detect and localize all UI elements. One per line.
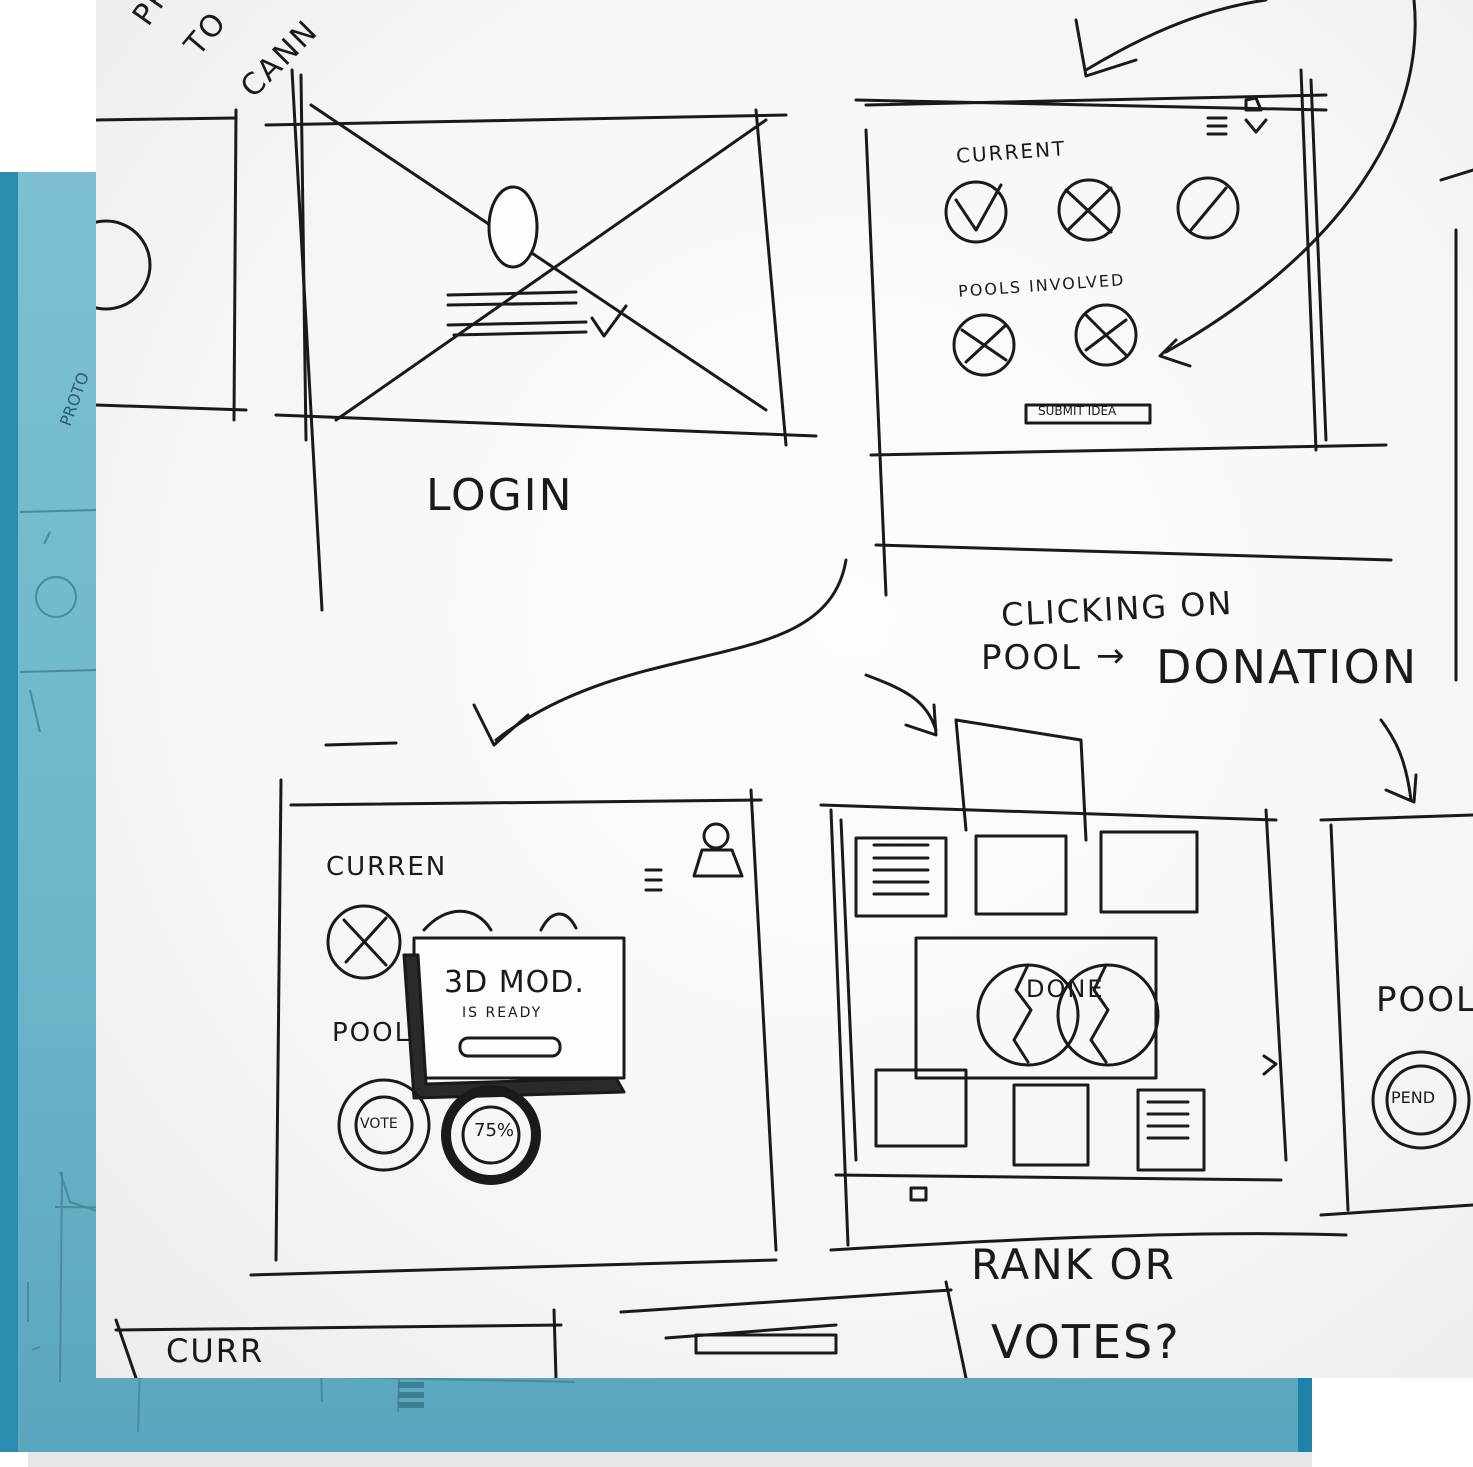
whiteboard-sketch <box>96 0 1473 1378</box>
login-frame <box>264 68 818 612</box>
pending-badge-label: PEND <box>1391 1088 1436 1107</box>
home-frame <box>854 68 1393 597</box>
whiteboard-photo: PROO TO CANN LOGIN CURRENT POOLS INVOLVE… <box>96 0 1473 1378</box>
pending-pool-label: POOL <box>1376 980 1473 1020</box>
bottom-frames <box>114 1280 968 1378</box>
login-label: LOGIN <box>426 470 574 521</box>
arrows-top <box>1074 0 1473 682</box>
photo-bottom-strip <box>28 1452 1312 1467</box>
clicking-note-pool: POOL <box>981 638 1082 678</box>
arrows-middle <box>864 673 1418 804</box>
arrow-login-modal <box>324 558 848 747</box>
percent-label: 75% <box>474 1120 515 1141</box>
rank-note-line2: VOTES? <box>991 1315 1181 1369</box>
clicking-note-arrow: → <box>1096 636 1127 676</box>
pending-frame <box>1319 813 1473 1217</box>
modal-frame <box>249 778 778 1277</box>
photo-edge-left <box>0 172 18 1452</box>
modal-current-label: CURREN <box>326 852 448 882</box>
modal-pool-label: POOL <box>332 1018 412 1048</box>
rank-note-line1: RANK OR <box>971 1240 1176 1289</box>
bottom-current-label: CURR <box>166 1332 265 1370</box>
home-submit-button: SUBMIT IDEA <box>1038 404 1117 418</box>
partial-frame-left <box>96 108 248 422</box>
modal-title: 3D MOD. <box>444 965 585 1000</box>
modal-subtitle: IS READY <box>462 1005 543 1021</box>
vote-label: VOTE <box>360 1116 398 1132</box>
dashboard-center-label: DONE <box>1026 975 1105 1003</box>
dashboard-frame <box>819 718 1348 1252</box>
clicking-note-donation: DONATION <box>1156 640 1419 694</box>
